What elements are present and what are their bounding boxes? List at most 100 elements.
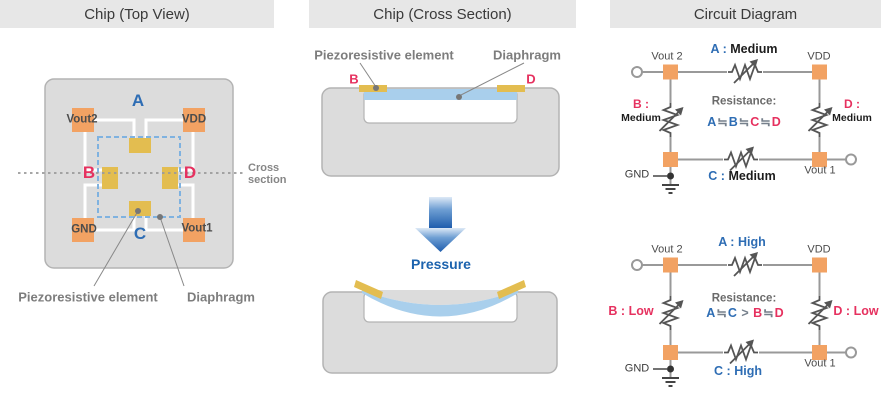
c1-resistance-formula: A≒B≒C≒D	[707, 115, 781, 129]
c1-f-sep2: ≒	[738, 114, 750, 129]
piezo-element-d	[162, 167, 178, 189]
c1-f-sep1: ≒	[717, 114, 728, 129]
resistor-a-1	[727, 58, 763, 84]
terminal-vout2-2	[631, 259, 643, 271]
c2-f-sep1: ≒	[716, 305, 727, 320]
c1-vout2-label: Vout 2	[651, 50, 683, 63]
diaphragm-flat	[364, 89, 517, 100]
leader-dot-diaphragm-cs	[456, 94, 462, 100]
c1-a-key: A :	[710, 41, 727, 56]
pad-vdd	[183, 108, 205, 132]
cs-label-d: D	[526, 71, 536, 87]
bond-pads	[72, 108, 205, 242]
diaphragm-dashed-outline	[97, 136, 181, 218]
ground-symbol-1	[662, 184, 679, 194]
cs-label-diaphragm: Diaphragm	[493, 47, 561, 63]
resistor-c-1	[723, 145, 759, 172]
resistor-b-2	[658, 295, 685, 331]
wires-2	[642, 264, 846, 378]
circuit-with-pressure	[631, 251, 857, 387]
piezo-element-c	[129, 201, 151, 216]
terminal-vout1-1	[845, 153, 857, 166]
c1-resistance-b: B : Medium	[621, 97, 661, 124]
c1-d-key: D :	[843, 97, 860, 112]
panel-title-circuit: Circuit Diagram	[610, 0, 881, 28]
panel3-title-text: Circuit Diagram	[693, 5, 798, 23]
piezo-pad-b-bent	[354, 280, 383, 299]
c2-resistance-a: A : High	[718, 235, 765, 249]
leader-dot-piezo	[135, 208, 141, 214]
nodes-2	[663, 257, 827, 360]
c1-a-value: Medium	[730, 41, 778, 56]
legend-leaders	[93, 210, 185, 287]
piezo-pad-d-flat	[497, 85, 525, 92]
c1-gnd-label: GND	[624, 168, 650, 181]
c2-f-c: C	[727, 305, 737, 320]
pad-label-vdd: VDD	[181, 113, 207, 126]
cross-word: Cross	[248, 162, 280, 174]
leader-dot-piezo-cs	[373, 85, 379, 91]
panel-title-cross-section: Chip (Cross Section)	[309, 0, 576, 28]
c1-f-d: D	[771, 114, 781, 129]
c2-resistance-c: C : High	[714, 364, 762, 378]
metal-traces	[83, 118, 195, 232]
cs-label-b: B	[349, 71, 359, 87]
c2-a-value: High	[737, 234, 766, 249]
wires-1	[642, 71, 846, 185]
c1-vout1-label: Vout 1	[804, 164, 836, 177]
gnd-dot-1	[667, 172, 674, 180]
resistor-c-2	[723, 338, 759, 365]
c1-d-value: Medium	[832, 111, 872, 124]
cross-section-leaders	[359, 62, 525, 97]
legend-piezoresistive-element: Piezoresistive element	[18, 289, 158, 305]
c2-c-key: C :	[714, 363, 731, 378]
ground-symbol-2	[662, 377, 679, 387]
c1-resistance-d: D : Medium	[832, 97, 872, 124]
nodes-1	[663, 64, 827, 167]
piezo-element-b	[102, 167, 118, 189]
c1-f-b: B	[728, 114, 738, 129]
piezo-pad-b-flat	[359, 85, 387, 92]
c2-resistance-d: D : Low	[833, 304, 878, 318]
chip-cross-section-bent	[322, 280, 558, 374]
pad-label-gnd: GND	[71, 223, 97, 236]
c1-resistance-c: C : Medium	[708, 169, 775, 183]
cross-section-label: Cross section	[248, 162, 287, 186]
c2-f-a: A	[706, 305, 716, 320]
c2-vout1-label: Vout 1	[804, 357, 836, 370]
c2-f-b: B	[753, 305, 763, 320]
c2-c-value: High	[734, 363, 762, 378]
c1-c-key: C :	[708, 168, 725, 183]
element-label-c: C	[133, 224, 147, 244]
c1-resistance-title: Resistance:	[711, 95, 777, 108]
legend-diaphragm: Diaphragm	[187, 289, 255, 305]
terminal-vout2-1	[631, 66, 643, 78]
c2-f-d: D	[774, 305, 784, 320]
resistor-d-1	[807, 102, 834, 138]
c1-c-value: Medium	[728, 168, 776, 183]
element-label-b: B	[82, 163, 96, 183]
element-label-d: D	[183, 163, 197, 183]
pad-vout2	[72, 108, 94, 132]
c1-f-a: A	[707, 114, 717, 129]
cs-label-piezo: Piezoresistive element	[314, 47, 454, 63]
c2-f-sep3: ≒	[763, 305, 774, 320]
resistor-a-2	[727, 251, 763, 277]
resistor-b-1	[658, 102, 685, 138]
pad-label-vout2: Vout2	[66, 113, 98, 126]
c2-a-key: A :	[718, 234, 735, 249]
chip-top-view	[18, 78, 243, 287]
c1-f-c: C	[750, 114, 760, 129]
pressure-arrow	[415, 197, 466, 252]
c1-f-sep3: ≒	[760, 114, 771, 129]
c2-resistance-formula: A≒C > B≒D	[706, 306, 783, 320]
c2-d-value: Low	[853, 303, 879, 318]
c1-vdd-label: VDD	[807, 50, 831, 63]
c1-resistance-a: A : Medium	[711, 42, 778, 56]
pad-vout1	[183, 218, 205, 242]
chip-cross-section-flat	[321, 62, 560, 177]
c2-f-gt: >	[741, 305, 749, 320]
gnd-dot-2	[667, 365, 674, 373]
